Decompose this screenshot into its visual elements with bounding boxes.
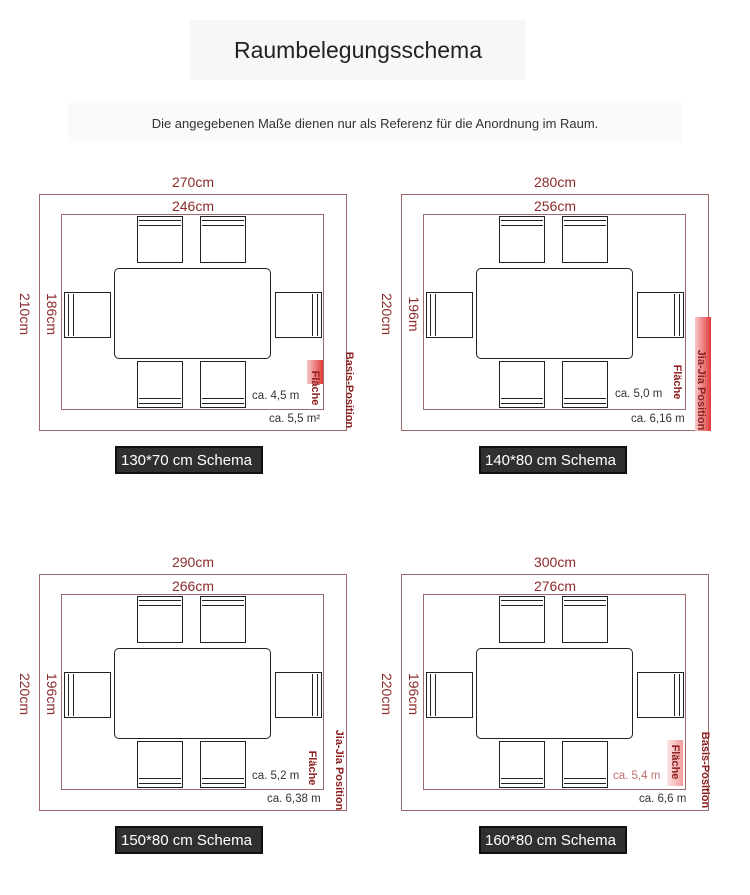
schema-label: 130*70 cm Schema bbox=[121, 451, 252, 469]
inner-width-label: 256cm bbox=[533, 198, 577, 214]
room-outer-boundary bbox=[401, 194, 709, 431]
outer-area-label: ca. 6,6 m bbox=[639, 793, 687, 805]
layout-panel-3: 290cm 266cm 220cm 196cm ca. 5,2 m ca. 6,… bbox=[17, 542, 367, 854]
chair-top-right bbox=[200, 596, 246, 643]
inner-depth-label: 186cm bbox=[44, 292, 60, 336]
room-inner-boundary bbox=[61, 594, 324, 790]
inner-area-label: ca. 5,0 m bbox=[615, 388, 663, 400]
chair-right bbox=[275, 292, 322, 338]
area-label: Fläche bbox=[309, 370, 321, 406]
chair-right bbox=[637, 672, 684, 718]
outer-width-label: 280cm bbox=[533, 174, 577, 190]
outer-area-label: ca. 5,5 m² bbox=[269, 413, 321, 425]
chair-top-right bbox=[562, 596, 608, 643]
room-outer-boundary bbox=[39, 194, 347, 431]
position-label: Basis-Position bbox=[343, 351, 355, 429]
room-inner-boundary bbox=[423, 594, 686, 790]
chair-bottom-left bbox=[137, 741, 183, 788]
area-label: Fläche bbox=[669, 744, 681, 780]
schema-tag: 150*80 cm Schema bbox=[115, 826, 263, 854]
dining-table bbox=[114, 648, 271, 739]
chair-top-left bbox=[137, 596, 183, 643]
inner-width-label: 276cm bbox=[533, 578, 577, 594]
layout-panel-2: 280cm 256cm 220cm 196m ca. 5,0 m ca. 6,1… bbox=[379, 162, 729, 474]
dining-table bbox=[476, 268, 633, 359]
position-marker bbox=[695, 317, 711, 431]
chair-left bbox=[64, 672, 111, 718]
position-label: Jia-Jia Position bbox=[695, 349, 707, 431]
schema-label: 160*80 cm Schema bbox=[485, 831, 616, 849]
page-subtitle: Die angegebenen Maße dienen nur als Refe… bbox=[151, 115, 599, 131]
position-label: Jia-Jia Position bbox=[333, 729, 345, 811]
position-marker bbox=[307, 360, 323, 384]
chair-top-left bbox=[499, 596, 545, 643]
chair-left bbox=[426, 292, 473, 338]
layout-panel-4: 300cm 276cm 220cm 196cm ca. 5,4 m ca. 6,… bbox=[379, 542, 729, 854]
outer-area-label: ca. 6,38 m bbox=[267, 793, 321, 805]
area-label: Fläche bbox=[671, 364, 683, 400]
chair-left bbox=[426, 672, 473, 718]
outer-depth-label: 220cm bbox=[379, 292, 395, 336]
schema-label: 140*80 cm Schema bbox=[485, 451, 616, 469]
chair-top-left bbox=[499, 216, 545, 263]
chair-bottom-left bbox=[137, 361, 183, 408]
schema-tag: 130*70 cm Schema bbox=[115, 446, 263, 474]
chair-right bbox=[275, 672, 322, 718]
inner-width-label: 246cm bbox=[171, 198, 215, 214]
inner-depth-label: 196m bbox=[406, 296, 422, 332]
schema-label: 150*80 cm Schema bbox=[121, 831, 252, 849]
inner-width-label: 266cm bbox=[171, 578, 215, 594]
page-title: Raumbelegungsschema bbox=[233, 36, 483, 63]
dining-table bbox=[476, 648, 633, 739]
chair-bottom-right bbox=[562, 741, 608, 788]
area-label: Fläche bbox=[306, 750, 318, 786]
position-label: Basis-Position bbox=[699, 731, 711, 809]
chair-bottom-right bbox=[562, 361, 608, 408]
chair-right bbox=[637, 292, 684, 338]
page-subtitle-bar: Die angegebenen Maße dienen nur als Refe… bbox=[68, 103, 682, 143]
inner-depth-label: 196cm bbox=[44, 672, 60, 716]
room-outer-boundary bbox=[39, 574, 347, 811]
inner-depth-label: 196cm bbox=[406, 672, 422, 716]
outer-depth-label: 220cm bbox=[17, 672, 33, 716]
chair-bottom-left bbox=[499, 361, 545, 408]
outer-depth-label: 220cm bbox=[379, 672, 395, 716]
room-outer-boundary bbox=[401, 574, 709, 811]
inner-area-label: ca. 4,5 m bbox=[252, 390, 300, 402]
chair-bottom-right bbox=[200, 361, 246, 408]
chair-bottom-right bbox=[200, 741, 246, 788]
dining-table bbox=[114, 268, 271, 359]
inner-area-label: ca. 5,4 m bbox=[613, 770, 661, 782]
layout-panel-1: 270cm 246cm 210cm 186cm ca. 4,5 m ca. 5,… bbox=[17, 162, 367, 474]
page-title-bar: Raumbelegungsschema bbox=[190, 20, 526, 80]
chair-top-right bbox=[200, 216, 246, 263]
room-inner-boundary bbox=[423, 214, 686, 410]
outer-width-label: 270cm bbox=[171, 174, 215, 190]
room-inner-boundary bbox=[61, 214, 324, 410]
outer-area-label: ca. 6,16 m bbox=[631, 413, 685, 425]
position-marker bbox=[667, 740, 683, 786]
outer-width-label: 290cm bbox=[171, 554, 215, 570]
chair-left bbox=[64, 292, 111, 338]
outer-depth-label: 210cm bbox=[17, 292, 33, 336]
outer-width-label: 300cm bbox=[533, 554, 577, 570]
schema-tag: 160*80 cm Schema bbox=[479, 826, 627, 854]
schema-tag: 140*80 cm Schema bbox=[479, 446, 627, 474]
inner-area-label: ca. 5,2 m bbox=[252, 770, 300, 782]
chair-bottom-left bbox=[499, 741, 545, 788]
chair-top-right bbox=[562, 216, 608, 263]
chair-top-left bbox=[137, 216, 183, 263]
